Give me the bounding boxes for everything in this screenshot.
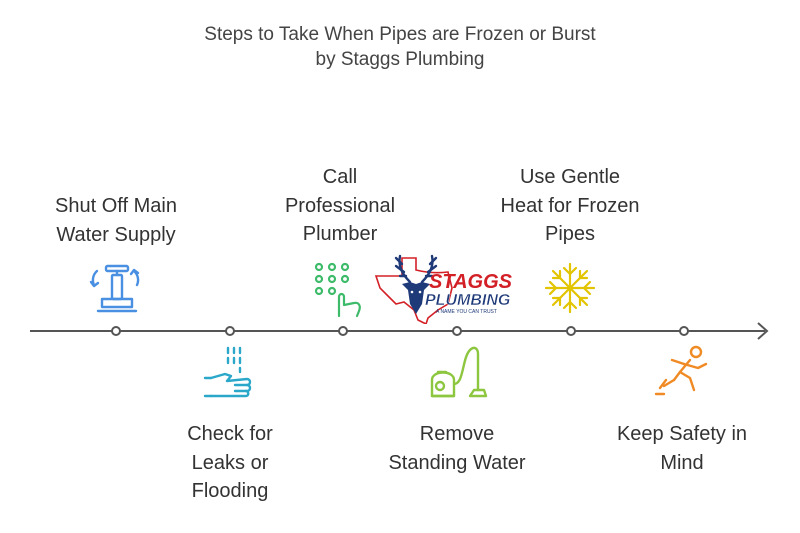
timeline-node-2 bbox=[225, 326, 235, 336]
diagram-title: Steps to Take When Pipes are Frozen or B… bbox=[0, 22, 800, 72]
timeline-node-6 bbox=[679, 326, 689, 336]
falling-person-icon bbox=[654, 345, 708, 396]
timeline-arrowhead bbox=[757, 322, 769, 340]
timeline-node-5 bbox=[566, 326, 576, 336]
water-valve-icon bbox=[89, 264, 140, 313]
deer-head bbox=[402, 282, 430, 314]
logo-brand-top: STAGGS bbox=[429, 271, 513, 293]
timeline-node-3 bbox=[338, 326, 348, 336]
timeline-node-4 bbox=[452, 326, 462, 336]
snowflake-icon bbox=[544, 262, 596, 314]
step-4-label: Remove Standing Water bbox=[388, 423, 526, 474]
deer-eye-left bbox=[410, 290, 414, 294]
staggs-plumbing-logo: STAGGS PLUMBING A NAME YOU CAN TRUST bbox=[374, 254, 513, 324]
title-line-2: by Staggs Plumbing bbox=[315, 49, 485, 70]
phone-keypad-icon bbox=[314, 262, 361, 318]
step-2-label: Check for Leaks or Flooding bbox=[187, 423, 273, 502]
step-6-label: Keep Safety in Mind bbox=[616, 423, 748, 474]
title-line-1: Steps to Take When Pipes are Frozen or B… bbox=[204, 24, 596, 45]
hand-water-drip-icon bbox=[203, 346, 252, 398]
deer-antlers bbox=[394, 254, 438, 284]
logo-tagline: A NAME YOU CAN TRUST bbox=[436, 309, 497, 315]
vacuum-cleaner-icon bbox=[430, 346, 488, 398]
step-1-label: Shut Off Main Water Supply bbox=[55, 195, 177, 246]
logo-brand-bottom: PLUMBING bbox=[425, 292, 510, 309]
step-5-label: Use Gentle Heat for Frozen Pipes bbox=[500, 166, 640, 245]
deer-eye-right bbox=[418, 290, 422, 294]
step-3-label: Call Professional Plumber bbox=[284, 166, 396, 245]
timeline-node-1 bbox=[111, 326, 121, 336]
